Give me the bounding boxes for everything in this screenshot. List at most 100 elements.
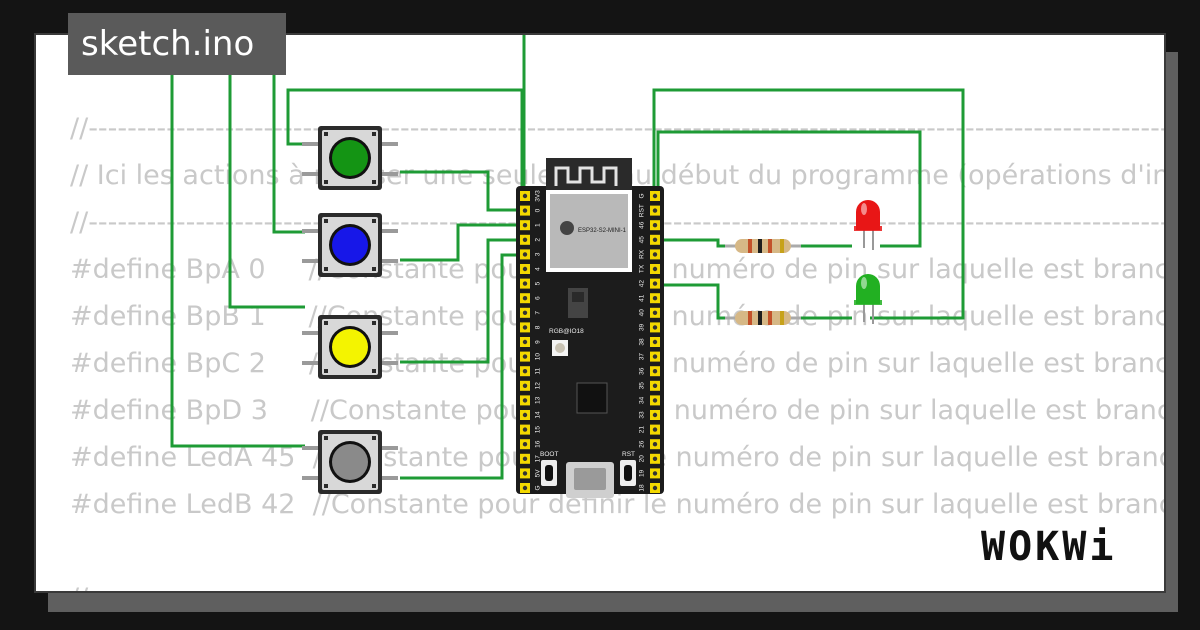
resistor [725, 311, 801, 325]
pin-label: 41 [639, 294, 646, 302]
pin-hole [522, 427, 528, 432]
pin-label: 36 [639, 367, 646, 375]
led-leg [863, 302, 865, 322]
antenna-area [546, 158, 632, 192]
wire [654, 238, 735, 248]
usb-port [574, 468, 606, 490]
pin-label: 39 [639, 323, 646, 331]
pin-hole [522, 325, 528, 330]
pin-label: TX [639, 264, 646, 273]
antenna-trace [554, 166, 618, 186]
wire [228, 42, 305, 309]
pin-label: 13 [535, 396, 542, 404]
pin-hole [652, 427, 658, 432]
pin-label: 2 [535, 238, 542, 242]
code-line: #define BpD 3 //Constante pour définir l… [70, 395, 1164, 426]
pin-hole [522, 193, 528, 199]
pin-label: 45 [639, 236, 646, 244]
pin-hole [652, 369, 658, 374]
button-leg [302, 259, 318, 263]
resistor-band [748, 239, 752, 253]
button-leg [302, 476, 318, 480]
wire [272, 42, 305, 234]
pin-hole [522, 252, 528, 257]
wire [286, 88, 524, 210]
pin-hole [652, 456, 658, 461]
pin-label: 35 [639, 382, 646, 390]
resistor-band [768, 311, 772, 325]
led-highlight [861, 277, 867, 289]
button-corner [324, 436, 328, 440]
pin-hole [652, 485, 658, 491]
led-rim [854, 226, 882, 231]
pin-label: 19 [639, 469, 646, 477]
button-leg [382, 172, 398, 176]
code-line: // [70, 575, 1164, 591]
wires [170, 35, 965, 480]
pin-label: 17 [535, 455, 542, 463]
pin-hole [522, 383, 528, 388]
pin-hole [522, 456, 528, 461]
module-label: ESP32-S2-MINI-1 [578, 228, 627, 234]
pin-label: 4 [535, 267, 542, 271]
button-corner [372, 267, 376, 271]
espressif-logo-icon [560, 221, 574, 235]
button-corner [324, 321, 328, 325]
pin-hole [652, 223, 658, 228]
pin-label: 10 [535, 353, 542, 361]
pushbutton-green [302, 126, 398, 190]
resistor-band [758, 239, 762, 253]
pin-hole [652, 266, 658, 272]
button-corner [372, 180, 376, 184]
pin-label: 37 [639, 353, 646, 361]
pin-hole [652, 354, 658, 359]
pin-label: 14 [535, 411, 542, 419]
button-corner [372, 132, 376, 136]
pin-label: 18 [639, 484, 646, 492]
sketch-title-tab[interactable]: sketch.ino [68, 13, 286, 75]
pin-hole [522, 208, 528, 213]
pin-label: 38 [639, 338, 646, 346]
pushbuttons [302, 126, 398, 494]
led-leg [863, 228, 865, 248]
pin-label: 40 [639, 309, 646, 317]
pin-hole [652, 296, 658, 301]
pin-hole [522, 354, 528, 359]
pin-label: 5V [535, 469, 542, 478]
button-leg [302, 229, 318, 233]
pin-label: 20 [639, 455, 646, 463]
pin-hole [652, 325, 658, 330]
resistor-band [758, 311, 762, 325]
pin-label: G [639, 193, 646, 198]
button-cap [332, 140, 368, 176]
button-cap [332, 227, 368, 263]
leds [854, 200, 882, 324]
button-leg [302, 331, 318, 335]
pushbutton-yellow [302, 315, 398, 379]
code-line: #define LedB 42 //Constante pour définir… [70, 489, 1164, 520]
pin-hole [522, 237, 528, 242]
button-leg [382, 476, 398, 480]
pin-hole [652, 471, 658, 476]
wire [654, 283, 735, 320]
pin-label: 3V3 [535, 190, 542, 202]
pin-hole [522, 296, 528, 301]
wire [652, 88, 965, 320]
pin-hole [652, 237, 658, 242]
pin-hole [652, 252, 658, 257]
led-lens [856, 274, 880, 304]
resistor-band [780, 311, 784, 325]
button-cap [332, 329, 368, 365]
pin-label: G [535, 485, 542, 490]
resistor [725, 239, 801, 253]
button-cap [332, 444, 368, 480]
sketch-title: sketch.ino [81, 24, 255, 64]
button-corner [324, 219, 328, 223]
pin-hole [522, 223, 528, 228]
pin-hole [522, 369, 528, 374]
button-leg [302, 142, 318, 146]
wire [400, 170, 522, 212]
resistor-band [768, 239, 772, 253]
resistors [725, 239, 801, 325]
